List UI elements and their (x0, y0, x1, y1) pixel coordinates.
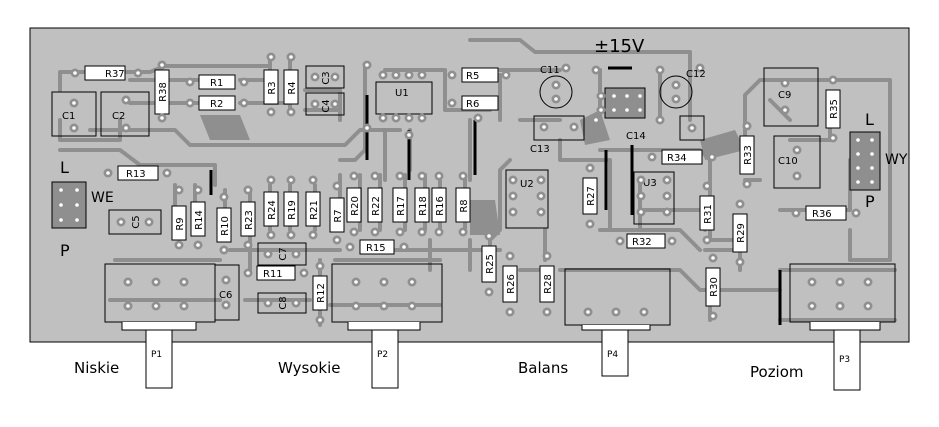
label-c3: C3 (321, 71, 332, 84)
label-r26: R26 (506, 274, 517, 294)
label-c4: C4 (321, 99, 332, 112)
knob-caption-balans: Balans (518, 359, 568, 377)
label-r8: R8 (459, 199, 470, 212)
ic-u2-label: U2 (520, 179, 534, 190)
ic-u3-outline (633, 171, 675, 225)
output-right-label: P (865, 192, 875, 211)
label-r5: R5 (466, 71, 479, 82)
label-r18: R18 (418, 196, 429, 216)
label-r21: R21 (309, 200, 320, 220)
knob-id-p1: P1 (151, 350, 162, 360)
label-r35: R35 (829, 99, 840, 119)
label-r15: R15 (366, 243, 386, 254)
input-left-label: L (60, 158, 69, 177)
label-r23: R23 (244, 210, 255, 230)
label-c5: C5 (131, 215, 142, 228)
ic-u2-outline (505, 169, 549, 229)
label-r29: R29 (736, 223, 747, 243)
label-r16: R16 (435, 196, 446, 216)
label-c2: C2 (112, 111, 125, 122)
label-r11: R11 (263, 269, 283, 280)
label-r2: R2 (210, 99, 223, 110)
label-r4: R4 (287, 81, 298, 94)
input-header (51, 181, 87, 229)
label-c11: C11 (540, 65, 560, 76)
label-c1: C1 (62, 111, 75, 122)
label-r10: R10 (220, 216, 231, 236)
label-r30: R30 (709, 277, 720, 297)
label-r36: R36 (812, 209, 832, 220)
label-r1: R1 (210, 78, 223, 89)
knob-caption-poziom: Poziom (750, 363, 804, 381)
label-r32: R32 (632, 237, 652, 248)
label-r7: R7 (333, 209, 344, 222)
label-c12: C12 (686, 69, 706, 80)
label-r33: R33 (743, 145, 754, 165)
input-right-label: P (60, 241, 70, 260)
label-r13: R13 (126, 169, 146, 180)
electrolytic-caps (539, 75, 693, 109)
knob-id-p4: P4 (607, 350, 618, 360)
label-r24: R24 (267, 200, 278, 220)
ic-u1-outline (375, 81, 433, 115)
label-r31: R31 (703, 204, 714, 224)
label-c7: C7 (278, 247, 289, 260)
power-supply-label: ±15V (594, 36, 645, 57)
label-r38: R38 (158, 82, 169, 102)
pot-shafts (121, 322, 881, 391)
knob-id-p2: P2 (377, 350, 388, 360)
output-left-label: L (865, 110, 874, 129)
label-c10: C10 (778, 156, 798, 167)
label-r22: R22 (371, 196, 382, 216)
ground-fills (200, 110, 745, 235)
label-r17: R17 (396, 196, 407, 216)
label-r3: R3 (267, 81, 278, 94)
label-c9: C9 (778, 90, 791, 101)
label-r9: R9 (175, 217, 186, 230)
knob-caption-niskie: Niskie (74, 359, 119, 377)
ic-u3-label: U3 (643, 178, 657, 189)
label-r19: R19 (287, 200, 298, 220)
label-r34: R34 (667, 153, 687, 164)
output-name-label: WY (885, 152, 908, 168)
label-r20: R20 (350, 196, 361, 216)
input-name-label: WE (91, 190, 114, 206)
label-c13: C13 (530, 144, 550, 155)
label-r12: R12 (316, 283, 327, 303)
ic-u1-label: U1 (395, 88, 409, 99)
resistor-bodies (84, 65, 847, 311)
label-c6: C6 (219, 290, 232, 301)
knob-id-p3: P3 (839, 355, 850, 365)
label-r14: R14 (194, 210, 205, 230)
label-r27: R27 (586, 186, 597, 206)
label-r6: R6 (466, 99, 479, 110)
label-r25: R25 (485, 254, 496, 274)
label-r28: R28 (543, 274, 554, 294)
label-r37: R37 (105, 69, 125, 80)
output-header (849, 131, 881, 191)
label-c8: C8 (278, 296, 289, 309)
label-c14: C14 (626, 131, 646, 142)
knob-caption-wysokie: Wysokie (278, 359, 341, 377)
